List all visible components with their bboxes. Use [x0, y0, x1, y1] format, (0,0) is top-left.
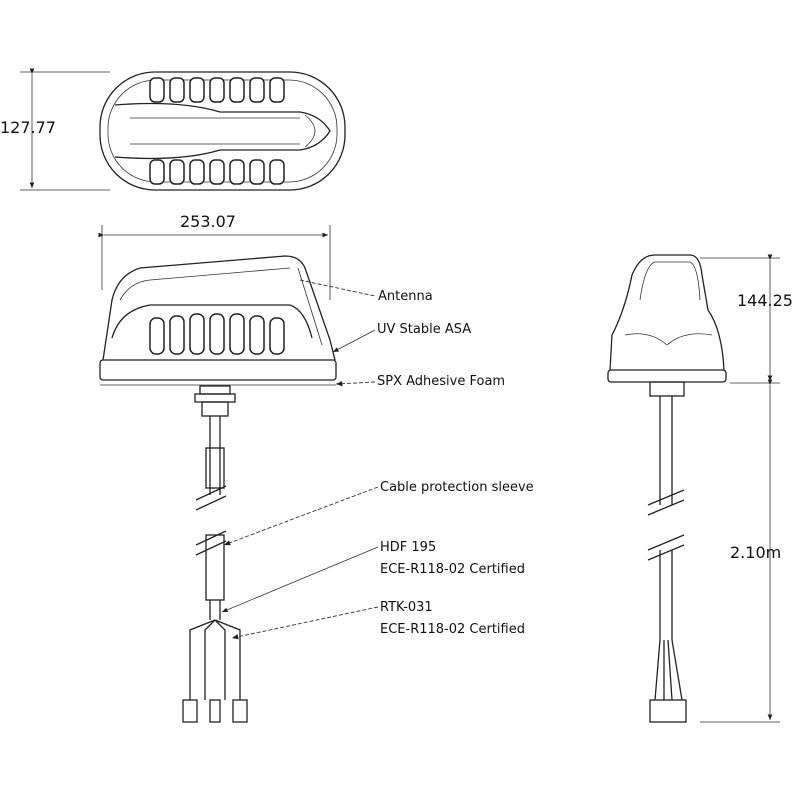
side-view: [607, 254, 780, 723]
top-slots-lower: [149, 159, 285, 185]
callout-base: SPX Adhesive Foam: [377, 374, 506, 389]
height-dimension: 144.25: [737, 291, 793, 310]
callout-cable2-cert: ECE-R118-02 Certified: [380, 622, 525, 637]
callout-cable2-name: RTK-031: [380, 600, 433, 615]
callout-antenna: Antenna: [378, 289, 433, 304]
callout-cable1-cert: ECE-R118-02 Certified: [380, 562, 525, 577]
callout-cable1-name: HDF 195: [380, 540, 437, 555]
callout-sleeve: Cable protection sleeve: [380, 480, 534, 495]
top-slots-upper: [149, 77, 285, 103]
front-slots: [149, 313, 285, 355]
length-dimension: 253.07: [180, 212, 236, 231]
top-view: [20, 68, 346, 191]
width-dimension: 127.77: [0, 118, 56, 137]
front-view: [98, 225, 337, 723]
callout-housing: UV Stable ASA: [377, 322, 472, 337]
callout-leaders: [221, 279, 379, 640]
cable-length-dimension: 2.10m: [730, 543, 782, 562]
